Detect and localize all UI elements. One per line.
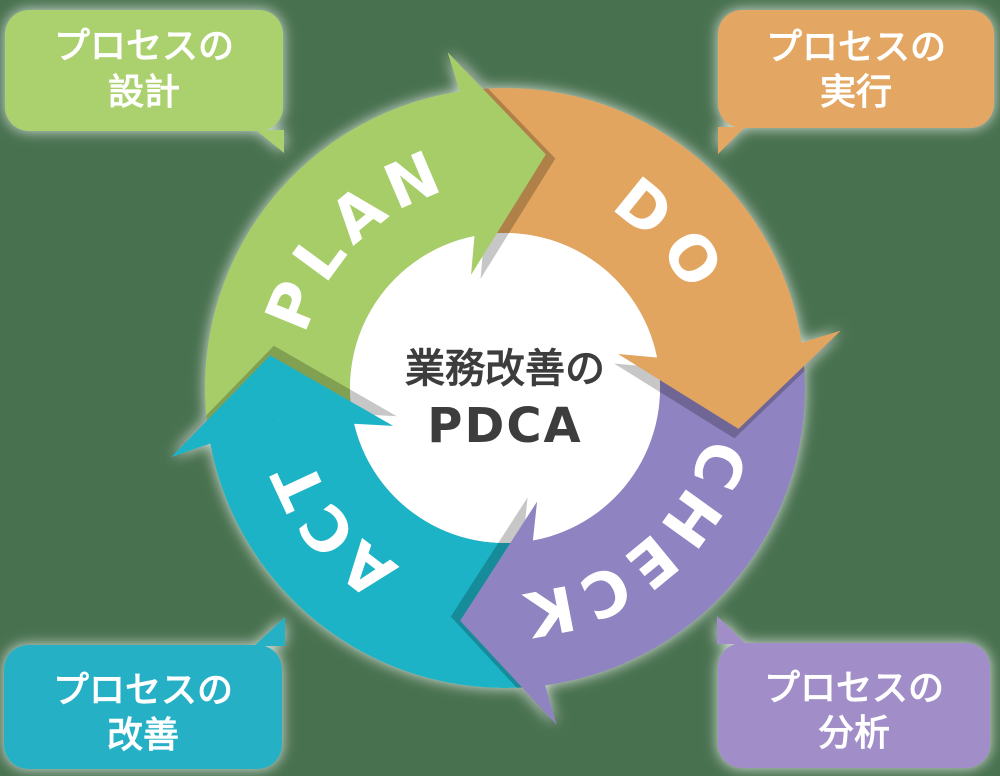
callout-act-line2: 改善 <box>107 715 179 756</box>
center-title-line1: 業務改善の <box>405 346 605 392</box>
callout-plan: プロセスの 設計 <box>5 10 284 153</box>
callout-do: プロセスの 実行 <box>718 10 994 154</box>
callout-act-box <box>4 645 282 769</box>
callout-check-tail <box>717 616 746 644</box>
callout-plan-line1: プロセスの <box>54 26 234 67</box>
callout-check: プロセスの 分析 <box>717 616 990 768</box>
act-arc-segment <box>207 409 532 689</box>
callout-check-box <box>718 643 990 768</box>
callout-do-tail <box>718 127 745 154</box>
check-arrowhead <box>460 501 557 725</box>
callout-do-line2: 実行 <box>820 72 892 113</box>
callout-check-line2: 分析 <box>818 713 890 754</box>
callout-check-line1: プロセスの <box>764 668 944 709</box>
check-arc-segment <box>518 356 806 687</box>
callout-do-line1: プロセスの <box>766 27 946 68</box>
do-arc-segment <box>473 87 804 372</box>
callout-act: プロセスの 改善 <box>4 617 285 769</box>
callout-act-line1: プロセスの <box>53 670 233 711</box>
center-circle <box>350 233 660 543</box>
callout-act-tail <box>254 617 285 646</box>
plan-arc-segment <box>204 89 489 430</box>
center-title-line2: PDCA <box>427 398 582 454</box>
callout-plan-tail <box>256 130 284 153</box>
act-arrowhead <box>171 355 394 458</box>
callout-plan-line2: 設計 <box>108 72 180 113</box>
do-arrowhead <box>618 330 841 429</box>
callout-do-box <box>718 10 994 128</box>
callout-plan-box <box>5 10 283 131</box>
plan-arrowhead <box>447 52 546 275</box>
